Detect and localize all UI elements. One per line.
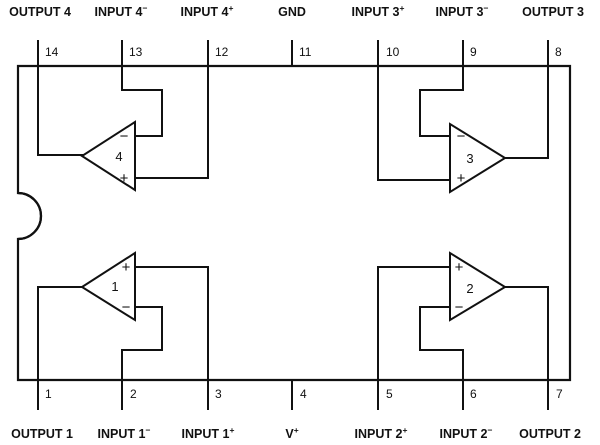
- wire-output-1: [37, 286, 85, 380]
- pin-label-13: INPUT 4−: [95, 3, 148, 19]
- pin-number-1: 1: [45, 387, 52, 401]
- pin-label-11: GND: [278, 5, 306, 19]
- pin-numbers: 14 13 12 11 10 9 8 1 2 3 4 5 6 7: [45, 45, 563, 401]
- pin-label-7: OUTPUT 2: [519, 427, 581, 441]
- amplifier-2-number: 2: [466, 281, 473, 296]
- pin-number-8: 8: [555, 45, 562, 59]
- pin-number-7: 7: [556, 387, 563, 401]
- wire-input-4-plus: [135, 66, 209, 179]
- wire-input-2-minus: [419, 306, 464, 380]
- amplifier-4-bottom-sign: +: [120, 170, 129, 187]
- wire-output-2: [505, 286, 549, 380]
- amplifier-1-symbol: [80, 251, 136, 322]
- wire-input-1-minus: [121, 306, 163, 380]
- amplifier-2-bottom-sign: −: [455, 299, 464, 316]
- amplifier-4-number: 4: [115, 149, 122, 164]
- ic-package-body: [16, 64, 572, 382]
- amplifier-3-symbol: [449, 122, 507, 194]
- amplifier-1-number: 1: [111, 279, 118, 294]
- pin-number-5: 5: [386, 387, 393, 401]
- wire-output-4: [37, 66, 85, 156]
- pin-leads: [37, 40, 549, 410]
- top-pin-labels: OUTPUT 4 INPUT 4− INPUT 4+ GND INPUT 3+ …: [9, 3, 584, 19]
- pin-number-4: 4: [300, 387, 307, 401]
- package-outline: [16, 64, 572, 382]
- pin-number-9: 9: [470, 45, 477, 59]
- amplifier-1-top-sign: +: [122, 259, 131, 276]
- pin-number-2: 2: [130, 387, 137, 401]
- amplifier-4: − + 4: [80, 120, 136, 192]
- pin-number-12: 12: [215, 45, 229, 59]
- wire-output-3: [505, 66, 549, 159]
- package-notch: [17, 191, 43, 241]
- pin-label-9: INPUT 3−: [436, 3, 489, 19]
- amplifier-3-number: 3: [466, 151, 473, 166]
- amplifier-3: − + 3: [449, 122, 507, 194]
- amplifier-1: + − 1: [80, 251, 136, 322]
- pin-label-8: OUTPUT 3: [522, 5, 584, 19]
- pin-label-14: OUTPUT 4: [9, 5, 71, 19]
- pin-label-6: INPUT 2−: [440, 425, 493, 441]
- amplifier-1-bottom-sign: −: [122, 299, 131, 316]
- bottom-pin-labels: OUTPUT 1 INPUT 1− INPUT 1+ V+ INPUT 2+ I…: [11, 425, 581, 441]
- wire-input-3-plus: [377, 66, 450, 181]
- wire-input-4-minus: [121, 66, 163, 137]
- pin-label-5: INPUT 2+: [355, 425, 408, 441]
- amplifier-3-bottom-sign: +: [457, 170, 466, 187]
- pin-number-11: 11: [299, 45, 312, 59]
- pin-label-4: V+: [285, 425, 298, 441]
- pin-number-14: 14: [45, 45, 59, 59]
- pin-label-2: INPUT 1−: [98, 425, 151, 441]
- amplifier-4-top-sign: −: [120, 128, 129, 145]
- pin-number-13: 13: [129, 45, 143, 59]
- amplifier-2-symbol: [449, 251, 507, 322]
- amplifier-4-symbol: [80, 120, 136, 192]
- wire-input-2-plus: [377, 266, 450, 380]
- internal-wiring: [37, 66, 549, 380]
- amplifier-3-top-sign: −: [457, 128, 466, 145]
- pin-number-6: 6: [470, 387, 477, 401]
- pin-label-12: INPUT 4+: [181, 3, 234, 19]
- amplifier-2: + − 2: [449, 251, 507, 322]
- pin-label-10: INPUT 3+: [352, 3, 405, 19]
- pin-number-10: 10: [386, 45, 400, 59]
- wire-input-1-plus: [135, 266, 209, 380]
- pin-label-1: OUTPUT 1: [11, 427, 73, 441]
- pin-number-3: 3: [215, 387, 222, 401]
- wire-input-3-minus: [419, 66, 464, 137]
- pin-label-3: INPUT 1+: [182, 425, 235, 441]
- amplifier-2-top-sign: +: [455, 259, 464, 276]
